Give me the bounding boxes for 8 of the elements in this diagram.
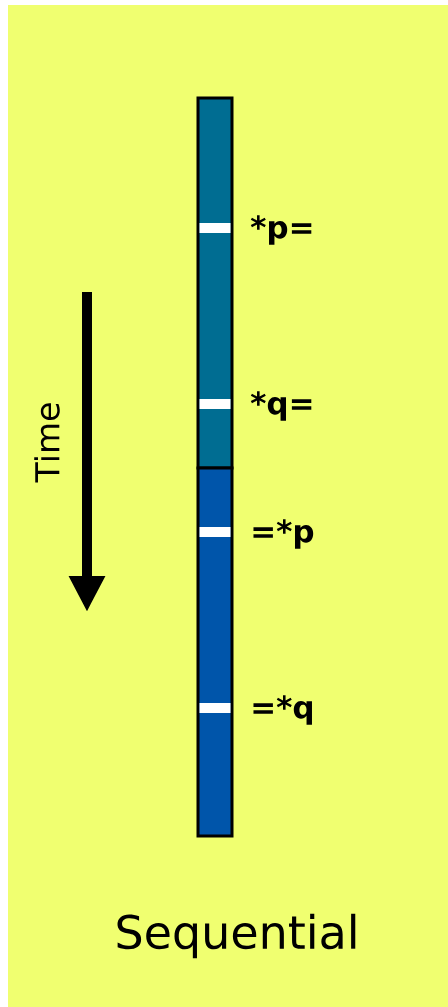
operation-label: =*p	[253, 519, 314, 549]
caption: Sequential	[117, 913, 356, 959]
operation-label: =*q	[253, 695, 312, 725]
timeline-bar	[196, 466, 234, 838]
axis-label: Time	[34, 403, 60, 483]
timeline-bar	[196, 96, 234, 470]
operation-label: *p=	[250, 215, 312, 245]
operation-label: *q=	[250, 391, 312, 421]
